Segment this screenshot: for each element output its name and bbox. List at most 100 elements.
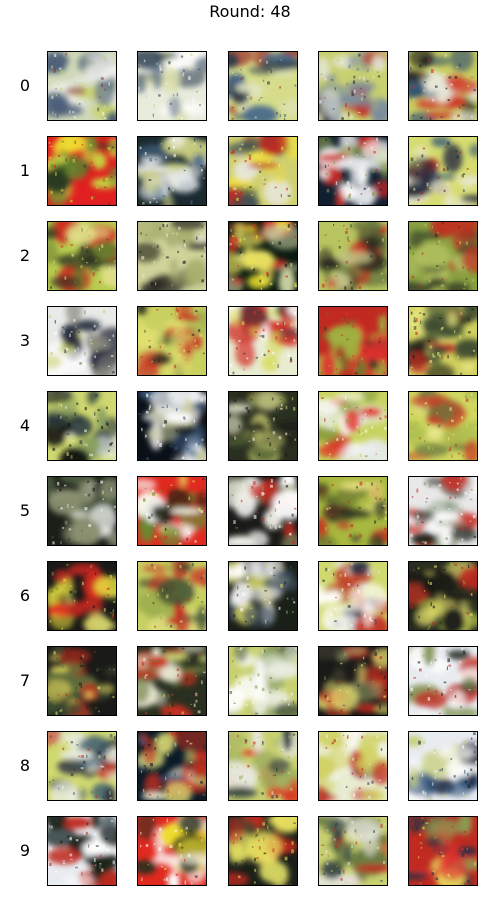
sample-image-8-3	[318, 731, 388, 801]
row-label-3: 3	[19, 331, 31, 350]
generated-image	[409, 647, 477, 715]
generated-image	[48, 477, 116, 545]
generated-image	[409, 52, 477, 120]
sample-image-1-4	[408, 136, 478, 206]
sample-image-9-4	[408, 816, 478, 886]
generated-image	[319, 392, 387, 460]
sample-image-6-4	[408, 561, 478, 631]
row-label-9: 9	[19, 841, 31, 860]
sample-image-2-0	[47, 221, 117, 291]
sample-image-7-2	[228, 646, 298, 716]
row-label-5: 5	[19, 501, 31, 520]
sample-image-8-0	[47, 731, 117, 801]
generated-image	[229, 647, 297, 715]
sample-image-6-1	[137, 561, 207, 631]
sample-image-2-2	[228, 221, 298, 291]
sample-image-7-4	[408, 646, 478, 716]
sample-image-9-1	[137, 816, 207, 886]
generated-image	[48, 307, 116, 375]
generated-image	[229, 392, 297, 460]
generated-image	[229, 477, 297, 545]
generated-image	[48, 52, 116, 120]
sample-image-3-3	[318, 306, 388, 376]
generated-image	[319, 222, 387, 290]
sample-image-4-1	[137, 391, 207, 461]
sample-image-8-4	[408, 731, 478, 801]
generated-image	[409, 307, 477, 375]
generated-image	[138, 732, 206, 800]
sample-image-3-0	[47, 306, 117, 376]
sample-image-4-0	[47, 391, 117, 461]
generated-image	[138, 477, 206, 545]
row-label-8: 8	[19, 756, 31, 775]
row-label-6: 6	[19, 586, 31, 605]
generated-image	[229, 222, 297, 290]
sample-image-9-0	[47, 816, 117, 886]
sample-image-5-2	[228, 476, 298, 546]
sample-image-1-3	[318, 136, 388, 206]
row-label-7: 7	[19, 671, 31, 690]
sample-image-7-0	[47, 646, 117, 716]
generated-image	[138, 647, 206, 715]
row-label-1: 1	[19, 161, 31, 180]
sample-image-9-2	[228, 816, 298, 886]
sample-image-2-3	[318, 221, 388, 291]
sample-image-1-0	[47, 136, 117, 206]
sample-image-3-4	[408, 306, 478, 376]
sample-image-9-3	[318, 816, 388, 886]
generated-image	[409, 477, 477, 545]
generated-image	[319, 52, 387, 120]
generated-image	[319, 307, 387, 375]
sample-image-3-1	[137, 306, 207, 376]
sample-image-4-4	[408, 391, 478, 461]
sample-image-8-2	[228, 731, 298, 801]
generated-image	[229, 137, 297, 205]
generated-image	[409, 732, 477, 800]
row-label-2: 2	[19, 246, 31, 265]
sample-image-5-4	[408, 476, 478, 546]
generated-image	[409, 137, 477, 205]
generated-image	[409, 817, 477, 885]
sample-image-4-2	[228, 391, 298, 461]
generated-image	[409, 222, 477, 290]
generated-image	[138, 392, 206, 460]
generated-image	[319, 477, 387, 545]
generated-image	[138, 307, 206, 375]
generated-image	[48, 222, 116, 290]
generated-image	[229, 52, 297, 120]
sample-image-8-1	[137, 731, 207, 801]
generated-image	[319, 732, 387, 800]
sample-image-0-3	[318, 51, 388, 121]
generated-image	[229, 817, 297, 885]
sample-image-6-2	[228, 561, 298, 631]
generated-image	[229, 562, 297, 630]
sample-image-2-1	[137, 221, 207, 291]
generated-image	[409, 562, 477, 630]
sample-image-0-2	[228, 51, 298, 121]
generated-image	[138, 817, 206, 885]
generated-image	[48, 732, 116, 800]
sample-image-0-1	[137, 51, 207, 121]
generated-image	[229, 732, 297, 800]
sample-image-6-3	[318, 561, 388, 631]
generated-image	[319, 562, 387, 630]
generated-image	[319, 647, 387, 715]
sample-image-0-4	[408, 51, 478, 121]
generated-image	[48, 647, 116, 715]
sample-image-7-3	[318, 646, 388, 716]
generated-image	[48, 392, 116, 460]
sample-image-7-1	[137, 646, 207, 716]
generated-image	[319, 817, 387, 885]
generated-image	[48, 817, 116, 885]
row-label-0: 0	[19, 76, 31, 95]
sample-image-5-3	[318, 476, 388, 546]
generated-image	[138, 562, 206, 630]
sample-image-5-1	[137, 476, 207, 546]
figure-title: Round: 48	[209, 2, 291, 21]
sample-image-3-2	[228, 306, 298, 376]
sample-image-0-0	[47, 51, 117, 121]
sample-image-2-4	[408, 221, 478, 291]
generated-image	[138, 137, 206, 205]
generated-image	[138, 222, 206, 290]
sample-image-5-0	[47, 476, 117, 546]
